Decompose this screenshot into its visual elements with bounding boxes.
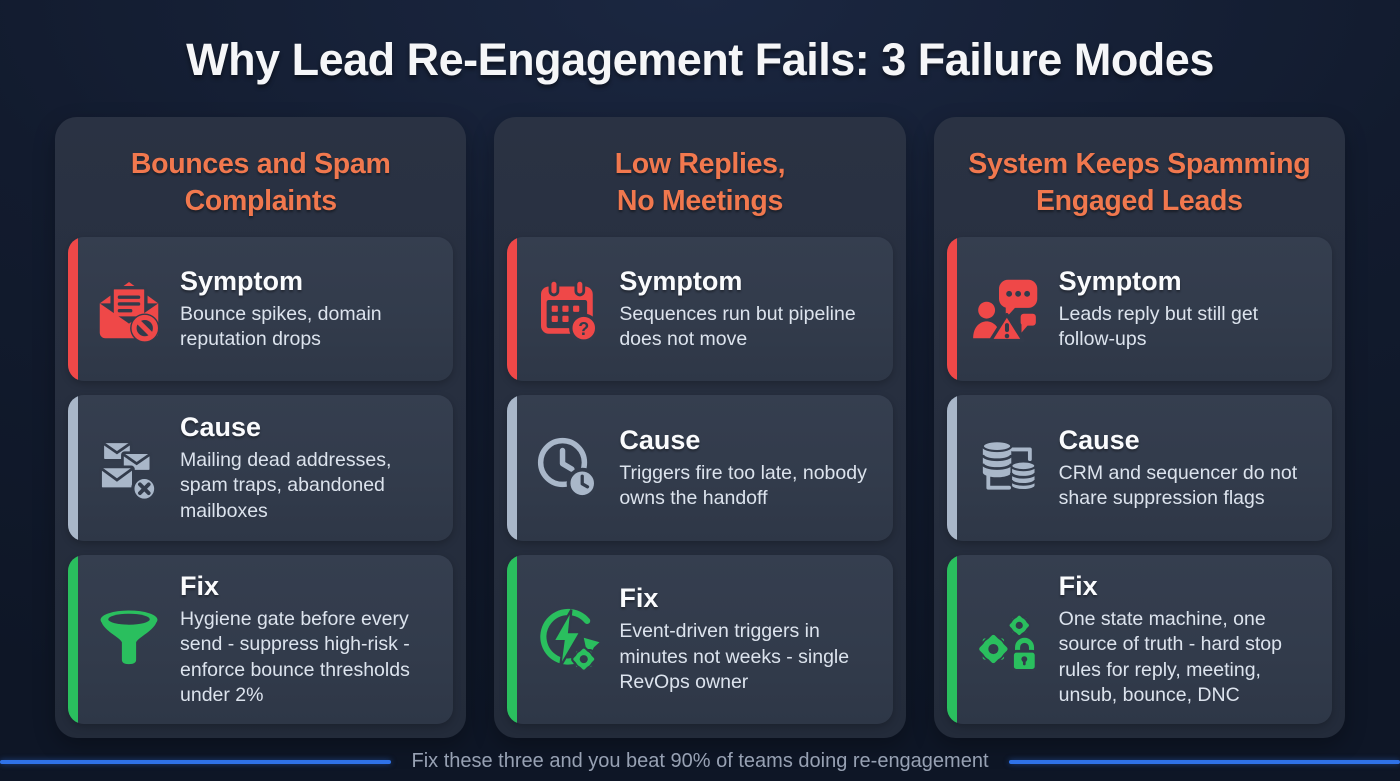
- accent-bar: [507, 395, 518, 541]
- accent-bar: [507, 555, 518, 724]
- footer-divider-right: [1008, 759, 1400, 764]
- mail-stack-x-icon: [78, 395, 180, 541]
- accent-bar: [68, 555, 78, 724]
- clock-delay-icon: [517, 395, 619, 541]
- panel-keeps-spamming: System Keeps Spamming Engaged Leads: [933, 117, 1345, 738]
- panel-heading-line2: No Meetings: [616, 185, 784, 217]
- card-cause: Cause Triggers fire too late, nobody own…: [507, 395, 893, 541]
- accent-bar: [946, 237, 957, 381]
- panel-heading-line2: Engaged Leads: [1035, 185, 1243, 217]
- card-title: Cause: [180, 411, 262, 442]
- calendar-question-icon: ?: [517, 237, 619, 381]
- card-cause: Cause CRM and sequencer do not share sup…: [946, 395, 1332, 541]
- columns-container: Bounces and Spam Complaints Sy: [0, 117, 1400, 738]
- card-fix: Fix Hygiene gate before every send - sup…: [68, 555, 454, 724]
- card-text: Bounce spikes, domain reputation drops: [180, 302, 382, 350]
- card-text: CRM and sequencer do not share suppressi…: [1058, 461, 1298, 509]
- card-text: Leads reply but still get follow-ups: [1058, 302, 1259, 350]
- card-title: Fix: [1058, 570, 1098, 601]
- card-fix: Fix One state machine, one source of tru…: [946, 555, 1332, 724]
- card-title: Cause: [1058, 424, 1140, 455]
- panel-low-replies: Low Replies, No Meetings: [494, 117, 906, 738]
- card-title: Symptom: [619, 265, 743, 296]
- gears-lock-icon: [957, 555, 1059, 724]
- page-title: Why Lead Re-Engagement Fails: 3 Failure …: [186, 34, 1214, 85]
- panel-heading-line1: System Keeps Spamming: [968, 147, 1311, 180]
- card-title: Fix: [180, 570, 220, 601]
- funnel-icon: [78, 555, 180, 724]
- panel-heading: Low Replies, No Meetings: [507, 135, 892, 231]
- card-text: Event-driven triggers in minutes not wee…: [619, 620, 850, 694]
- panel-heading: Bounces and Spam Complaints: [68, 135, 453, 231]
- card-text: One state machine, one source of truth -…: [1058, 607, 1282, 706]
- card-cause: Cause Mailing dead addresses, spam traps…: [68, 395, 454, 541]
- mail-blocked-icon: [78, 237, 180, 381]
- panel-heading-line1: Low Replies,: [614, 147, 786, 180]
- accent-bar: [946, 555, 957, 724]
- panel-bounces-spam: Bounces and Spam Complaints Sy: [55, 117, 467, 738]
- accent-bar: [507, 237, 518, 381]
- bolt-refresh-gear-icon: [517, 555, 619, 724]
- footer-text: Fix these three and you beat 90% of team…: [411, 750, 989, 772]
- card-text: Mailing dead addresses, spam traps, aban…: [180, 448, 392, 522]
- card-fix: Fix Event-driven triggers in minutes not…: [507, 555, 893, 724]
- card-text: Triggers fire too late, nobody owns the …: [619, 461, 867, 509]
- accent-bar: [68, 237, 78, 381]
- card-text: Hygiene gate before every send - suppres…: [180, 607, 410, 706]
- database-sync-icon: [957, 395, 1059, 541]
- panel-heading: System Keeps Spamming Engaged Leads: [947, 135, 1332, 231]
- card-symptom: Symptom Leads reply but still get follow…: [946, 237, 1332, 381]
- footer: Fix these three and you beat 90% of team…: [0, 750, 1400, 773]
- chat-person-alert-icon: [957, 237, 1059, 381]
- accent-bar: [946, 395, 957, 541]
- card-title: Fix: [619, 583, 659, 614]
- card-text: Sequences run but pipeline does not move: [619, 302, 856, 350]
- card-title: Symptom: [1058, 265, 1182, 296]
- accent-bar: [68, 395, 78, 541]
- footer-divider-left: [0, 759, 392, 764]
- svg-text:?: ?: [579, 319, 590, 339]
- card-title: Symptom: [180, 265, 304, 296]
- panel-heading-line1: Bounces and Spam: [130, 147, 391, 180]
- card-title: Cause: [619, 424, 701, 455]
- card-symptom: ? Symptom Sequences run but pipeline doe…: [507, 237, 893, 381]
- card-symptom: Symptom Bounce spikes, domain reputation…: [68, 237, 454, 381]
- panel-heading-line2: Complaints: [184, 185, 337, 217]
